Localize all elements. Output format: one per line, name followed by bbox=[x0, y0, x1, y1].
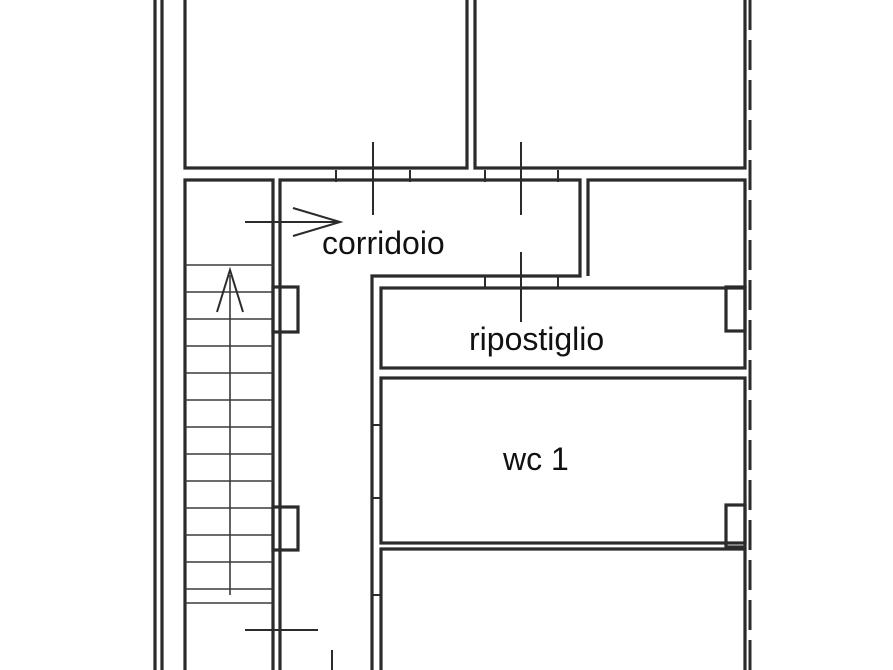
outer-wall-left bbox=[153, 0, 164, 670]
stair-up-arrow-icon bbox=[216, 266, 244, 313]
room-top-left bbox=[183, 0, 469, 170]
staircase-treads bbox=[185, 264, 273, 604]
room-bottom-right bbox=[379, 547, 747, 670]
door-jamb-upper bbox=[271, 285, 300, 334]
right-jambs bbox=[724, 285, 747, 549]
label-corridor: corridoio bbox=[322, 225, 445, 261]
label-wc: wc 1 bbox=[502, 441, 569, 477]
door-jamb-lower bbox=[271, 505, 300, 552]
room-top-right bbox=[473, 0, 747, 170]
room-upper-right-walls bbox=[586, 178, 747, 288]
staircase-walls bbox=[183, 178, 275, 670]
corridor-wall-ticks bbox=[335, 170, 559, 182]
corridor-wall-left bbox=[278, 178, 582, 670]
wc-room bbox=[379, 376, 747, 545]
door-markers bbox=[245, 142, 522, 670]
room-wall-ticks bbox=[372, 276, 559, 596]
entry-arrow-icon bbox=[245, 207, 344, 237]
label-storage: ripostiglio bbox=[469, 321, 604, 357]
